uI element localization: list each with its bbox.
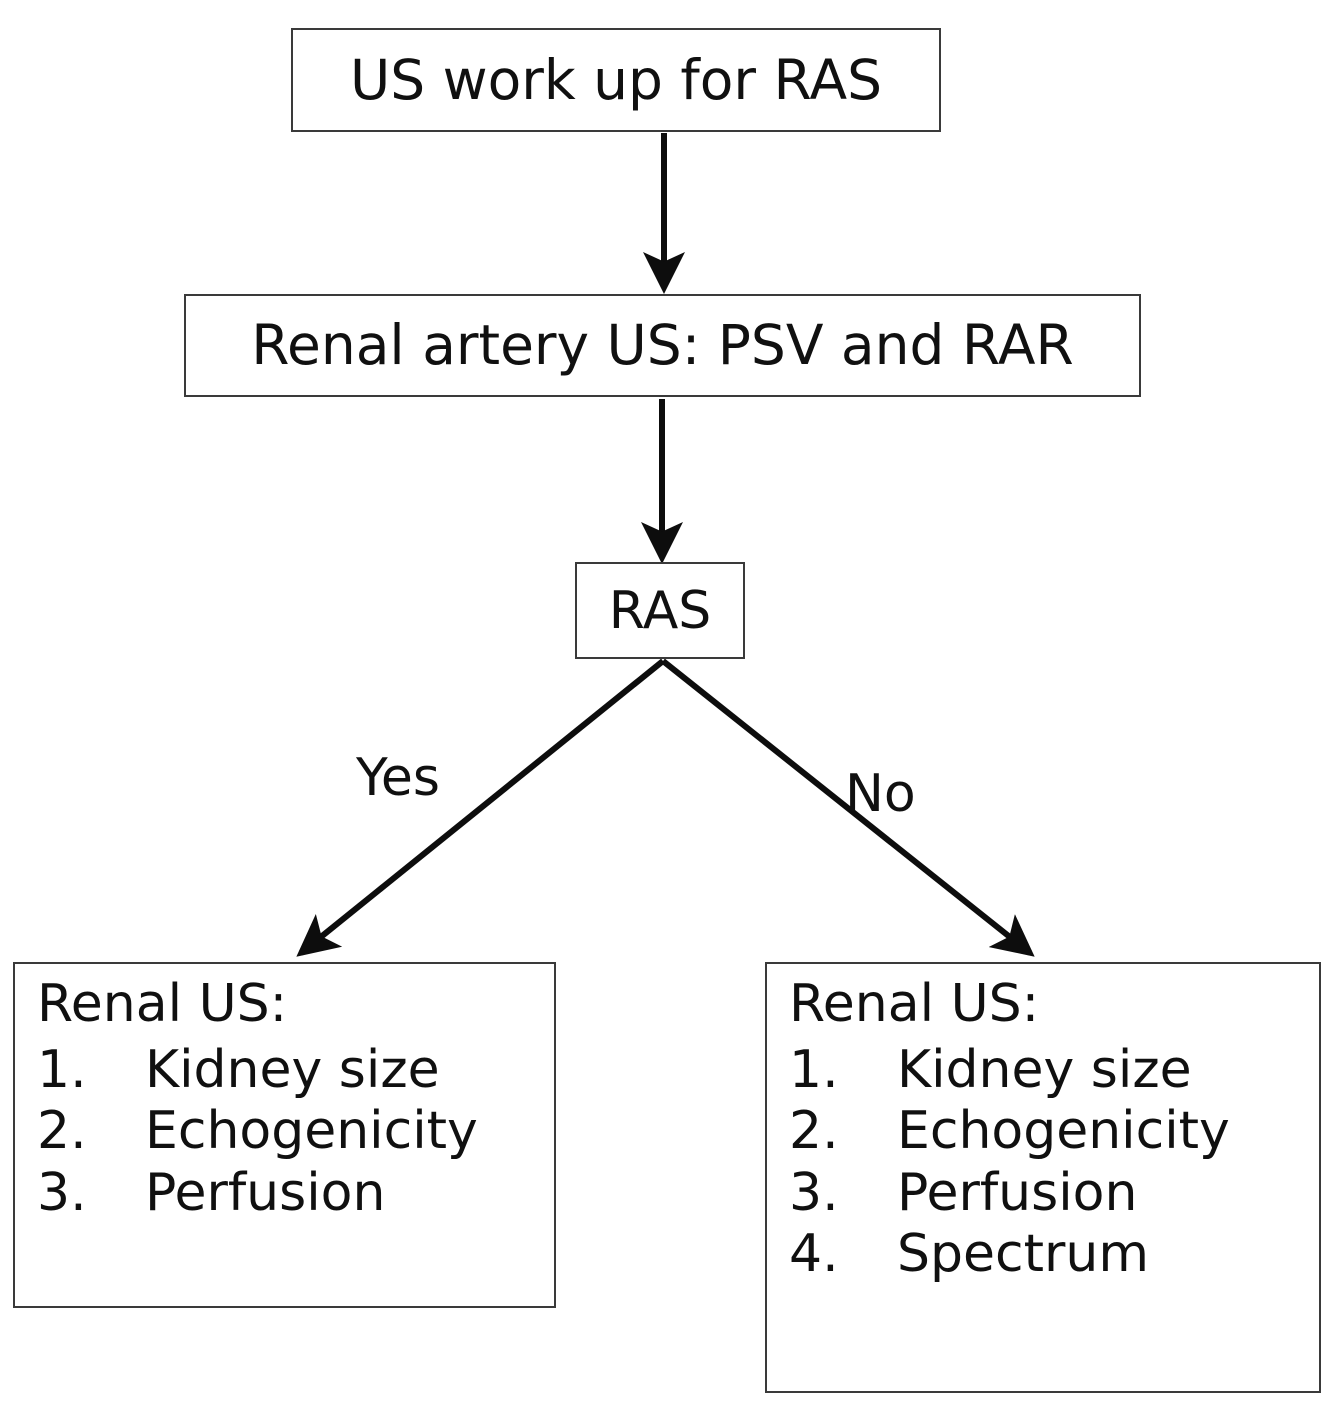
no-outcome-list: 1. Kidney size 2. Echogenicity 3. Perfus… <box>767 1040 1319 1285</box>
node-ras-decision[interactable]: RAS <box>575 562 745 659</box>
node-no-outcome[interactable]: Renal US: 1. Kidney size 2. Echogenicity… <box>765 962 1321 1393</box>
list-item: 3. Perfusion <box>767 1163 1319 1224</box>
node-measure-label: Renal artery US: PSV and RAR <box>251 313 1074 377</box>
yes-outcome-heading: Renal US: <box>37 974 288 1034</box>
node-decision-label: RAS <box>608 580 712 641</box>
list-item: 4. Spectrum <box>767 1224 1319 1285</box>
list-item-label: Echogenicity <box>897 1101 1230 1162</box>
list-item: 2. Echogenicity <box>15 1101 554 1162</box>
list-item-number: 3. <box>37 1162 87 1223</box>
edge-label-yes: Yes <box>356 748 440 808</box>
list-item-number: 2. <box>789 1101 839 1162</box>
no-outcome-heading: Renal US: <box>789 974 1040 1034</box>
list-item-number: 2. <box>37 1101 87 1162</box>
list-item-number: 3. <box>789 1162 839 1223</box>
list-item-label: Kidney size <box>897 1040 1192 1100</box>
list-item-number: 1. <box>789 1040 839 1100</box>
list-item: 2. Echogenicity <box>767 1101 1319 1162</box>
list-item: 1. Kidney size <box>767 1040 1319 1101</box>
list-item-label: Perfusion <box>897 1162 1138 1223</box>
list-item: 3. Perfusion <box>15 1163 554 1224</box>
list-item-label: Perfusion <box>145 1162 386 1223</box>
node-renal-artery-us[interactable]: Renal artery US: PSV and RAR <box>184 294 1141 397</box>
list-item-label: Echogenicity <box>145 1101 478 1162</box>
list-item-label: Kidney size <box>145 1040 440 1100</box>
node-yes-outcome[interactable]: Renal US: 1. Kidney size 2. Echogenicity… <box>13 962 556 1308</box>
list-item-number: 1. <box>37 1040 87 1100</box>
node-us-work-up-for-ras[interactable]: US work up for RAS <box>291 28 941 132</box>
list-item: 1. Kidney size <box>15 1040 554 1101</box>
list-item-number: 4. <box>789 1224 839 1285</box>
yes-outcome-list: 1. Kidney size 2. Echogenicity 3. Perfus… <box>15 1040 554 1224</box>
list-item-label: Spectrum <box>897 1224 1149 1285</box>
node-start-label: US work up for RAS <box>349 47 883 112</box>
edge-label-no: No <box>845 764 916 824</box>
